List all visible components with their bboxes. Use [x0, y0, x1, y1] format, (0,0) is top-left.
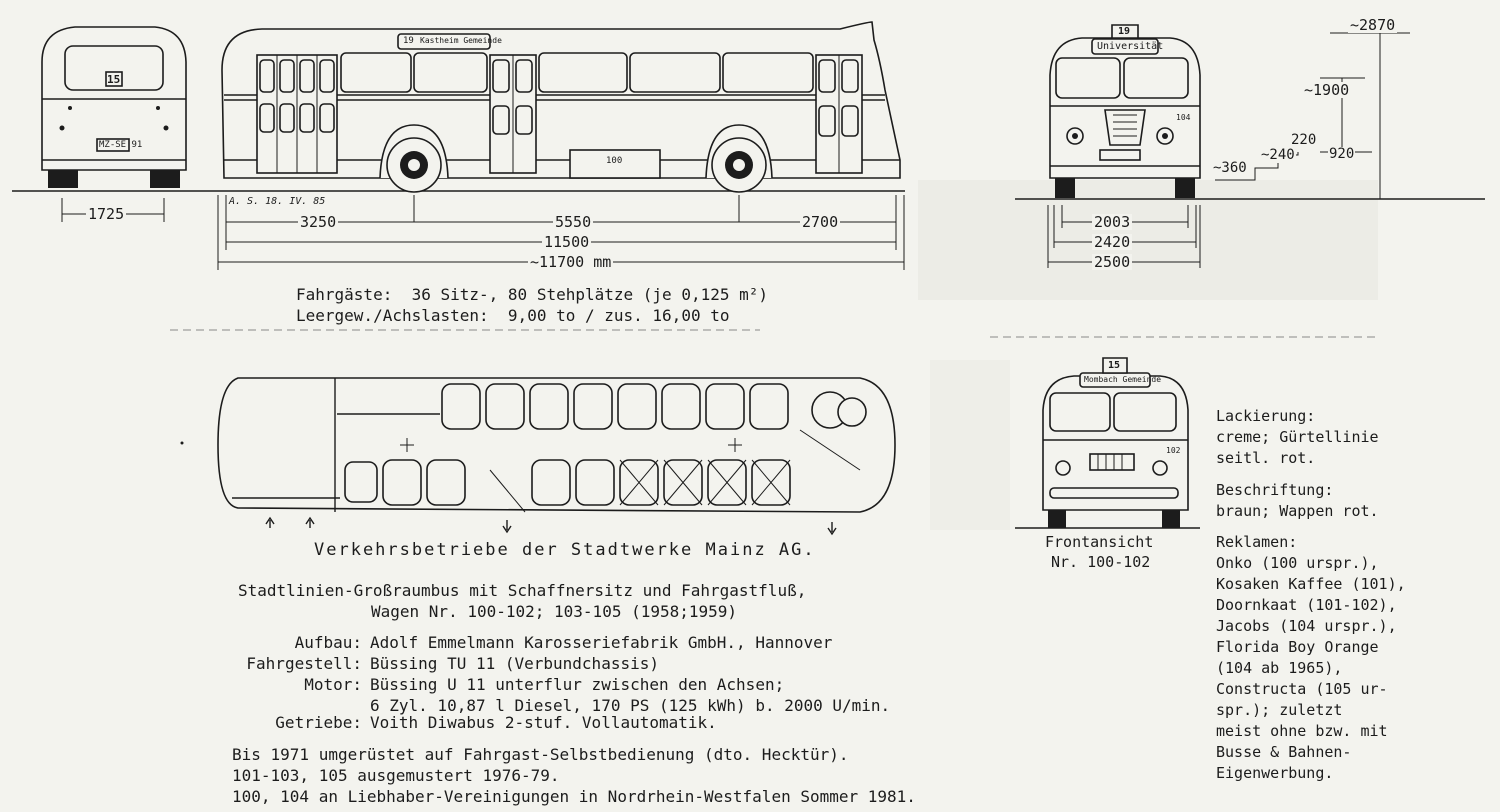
description-line1: Stadtlinien-Großraumbus mit Schaffnersit…: [238, 581, 807, 600]
dim-length-total: ~11700 mm: [528, 253, 614, 271]
side-center-label: 100: [606, 156, 623, 166]
passengers-line1: Fahrgäste: 36 Sitz-, 80 Stehplätze (je 0…: [296, 285, 769, 304]
reklamen-item: Busse & Bahnen-: [1216, 743, 1352, 761]
side-route-number: 19: [403, 36, 414, 46]
front-view-small-drawing: [1042, 357, 1189, 528]
reklamen-item: Kosaken Kaffee (101),: [1216, 575, 1406, 593]
passengers-line2: Leergew./Achslasten: 9,00 to / zus. 16,0…: [296, 306, 730, 325]
history-line1: Bis 1971 umgerüstet auf Fahrgast-Selbstb…: [232, 745, 849, 764]
reklamen-label: Reklamen:: [1216, 533, 1298, 551]
reklamen-item: meist ohne bzw. mit: [1216, 722, 1388, 740]
history-line2: 101-103, 105 ausgemustert 1976-79.: [232, 766, 560, 785]
dim-step-240: ~240: [1260, 147, 1296, 163]
spec-value: Büssing TU 11 (Verbundchassis): [370, 654, 659, 673]
dim-width-body: 2420: [1092, 233, 1133, 251]
front-caption-line2: Nr. 100-102: [1051, 553, 1151, 571]
beschriftung-line1: braun; Wappen rot.: [1216, 502, 1379, 520]
spec-label: Aufbau:: [294, 633, 362, 652]
reklamen-item: Onko (100 urspr.),: [1216, 554, 1379, 572]
reklamen-item: Eigenwerbung.: [1216, 764, 1334, 782]
reklamen-item: Jacobs (104 urspr.),: [1216, 617, 1397, 635]
dim-step-920: 920: [1328, 146, 1356, 162]
front-small-route-number: 15: [1108, 360, 1121, 371]
front-small-destination: Mombach Gemeinde: [1084, 375, 1162, 384]
lackierung-label: Lackierung:: [1216, 407, 1316, 425]
operator-name: Verkehrsbetriebe der Stadtwerke Mainz AG…: [314, 540, 816, 560]
draftsman-signature: A. S. 18. IV. 85: [229, 196, 326, 207]
spec-label: Motor:: [304, 675, 362, 694]
front-small-fleet-number: 102: [1166, 446, 1181, 455]
dim-rear-overhang: 2700: [800, 213, 841, 231]
dim-length-body: 11500: [542, 233, 592, 251]
spec-value: 6 Zyl. 10,87 l Diesel, 170 PS (125 kWh) …: [370, 696, 891, 715]
front-top-destination: Universität: [1097, 41, 1164, 52]
front-caption-line1: Frontansicht: [1045, 533, 1154, 551]
dim-front-overhang: 3250: [298, 213, 339, 231]
dim-rear-width: 1725: [86, 205, 127, 223]
spec-label: Getriebe:: [275, 713, 362, 732]
lackierung-line2: seitl. rot.: [1216, 449, 1316, 467]
spec-value: Voith Diwabus 2-stuf. Vollautomatik.: [370, 713, 717, 732]
front-top-route-number: 19: [1118, 26, 1131, 37]
bg-panel: [930, 360, 1010, 530]
spec-value: Adolf Emmelmann Karosseriefabrik GmbH., …: [370, 633, 833, 652]
side-view-drawing: [221, 21, 901, 193]
reklamen-item: spr.); zuletzt: [1216, 701, 1343, 719]
rear-route-number: 15: [107, 73, 121, 86]
reklamen-item: (104 ab 1965),: [1216, 659, 1343, 677]
reklamen-item: Constructa (105 ur-: [1216, 680, 1388, 698]
beschriftung-label: Beschriftung:: [1216, 481, 1334, 499]
spec-label: Fahrgestell:: [246, 654, 362, 673]
rear-view-drawing: [41, 26, 187, 188]
dim-height-floor: ~1900: [1302, 81, 1352, 99]
dim-step-220: 220: [1290, 132, 1318, 148]
front-top-fleet-number: 104: [1176, 113, 1191, 122]
spec-value: Büssing U 11 unterflur zwischen den Achs…: [370, 675, 785, 694]
dim-width-total: 2500: [1092, 253, 1133, 271]
reklamen-item: Doornkaat (101-102),: [1216, 596, 1397, 614]
reklamen-item: Florida Boy Orange: [1216, 638, 1379, 656]
side-destination: Kastheim Gemeinde: [420, 36, 502, 45]
description-line2: Wagen Nr. 100-102; 103-105 (1958;1959): [371, 602, 738, 621]
history-line3: 100, 104 an Liebhaber-Vereinigungen in N…: [232, 787, 916, 806]
dim-track: 2003: [1092, 213, 1133, 231]
dim-wheelbase: 5550: [553, 213, 594, 231]
floor-plan-drawing: [180, 377, 896, 536]
bg-panel: [918, 180, 1378, 300]
lackierung-line1: creme; Gürtellinie: [1216, 428, 1379, 446]
front-view-top-drawing: [1049, 24, 1201, 198]
dim-step-360: ~360: [1212, 160, 1248, 176]
dim-height-total: ~2870: [1348, 16, 1398, 34]
rear-license-plate: MZ-SE 91: [99, 140, 143, 150]
